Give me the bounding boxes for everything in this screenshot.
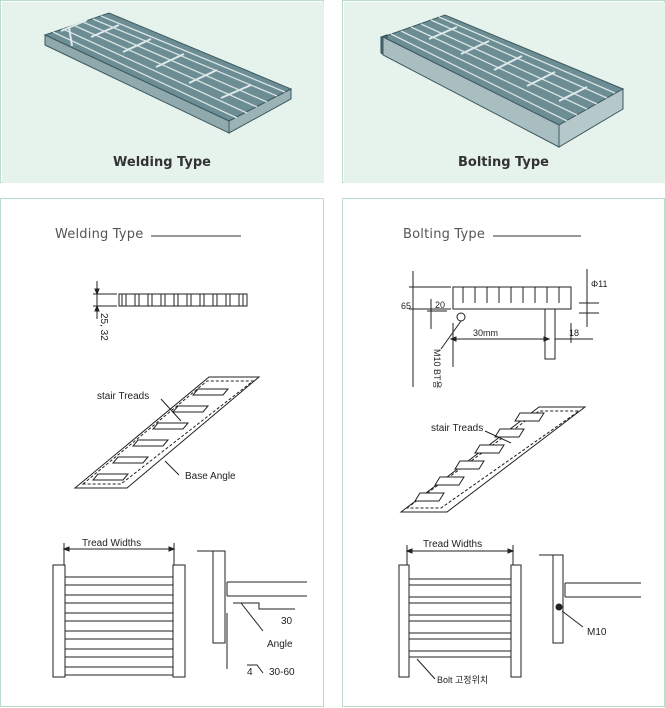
welding-weld-pitch-label: 30-60: [269, 667, 295, 678]
welding-photo-panel: Welding Type: [0, 0, 324, 183]
welding-weld-size-label: 4: [247, 667, 253, 678]
welding-drawing-panel: Welding Type 25, 32: [0, 198, 324, 707]
bolting-stair-treads-label: stair Treads: [431, 423, 483, 434]
welding-stair-treads-label: stair Treads: [97, 391, 149, 402]
bolting-dim-65: 65: [401, 301, 411, 311]
bolting-bolt-detail: [539, 554, 641, 644]
bolting-photo-panel: Bolting Type: [342, 0, 665, 183]
bolting-section-title: Bolting Type: [403, 227, 486, 242]
welding-drawings: 25, 32 stair Treads Base Angle: [52, 235, 307, 678]
welding-angle-label: Angle: [267, 639, 293, 650]
bolting-bolt-position-label: Bolt 고정위치: [437, 674, 488, 685]
welding-30-label: 30: [281, 616, 293, 627]
welding-base-angle-label: Base Angle: [185, 471, 236, 482]
welding-angle-detail: [197, 550, 307, 674]
bolting-dim-20: 20: [435, 300, 445, 310]
bolting-drawings: 65 20 Φ11 30mm 18 M10 BT용 stair Treads: [398, 235, 641, 685]
welding-section-title: Welding Type: [55, 227, 144, 242]
welding-section-view: [93, 281, 248, 319]
welding-photo-caption: Welding Type: [113, 155, 211, 170]
bolting-drawing-panel: Bolting Type: [342, 198, 665, 707]
welding-tread-widths-label: Tread Widths: [82, 538, 141, 549]
bolting-section-view: [409, 269, 599, 387]
welding-stair-view: [73, 376, 261, 489]
bolting-dim-30mm: 30mm: [473, 328, 498, 338]
welding-grating-image: [2, 2, 324, 183]
welding-plan-view: [52, 543, 186, 678]
bolting-dim-18: 18: [569, 328, 579, 338]
bolting-tread-widths-label: Tread Widths: [423, 539, 482, 550]
bolting-dim-phi11: Φ11: [591, 279, 608, 289]
bolting-photo-caption: Bolting Type: [458, 155, 549, 170]
bolting-stair-view: [399, 406, 587, 513]
bolting-bolt-spec: M10 BT용: [432, 349, 442, 389]
bolting-m10-label: M10: [587, 627, 607, 638]
bolting-grating-image: [344, 2, 665, 183]
welding-height-dim: 25, 32: [98, 313, 109, 341]
bolting-plan-view: [398, 545, 522, 680]
